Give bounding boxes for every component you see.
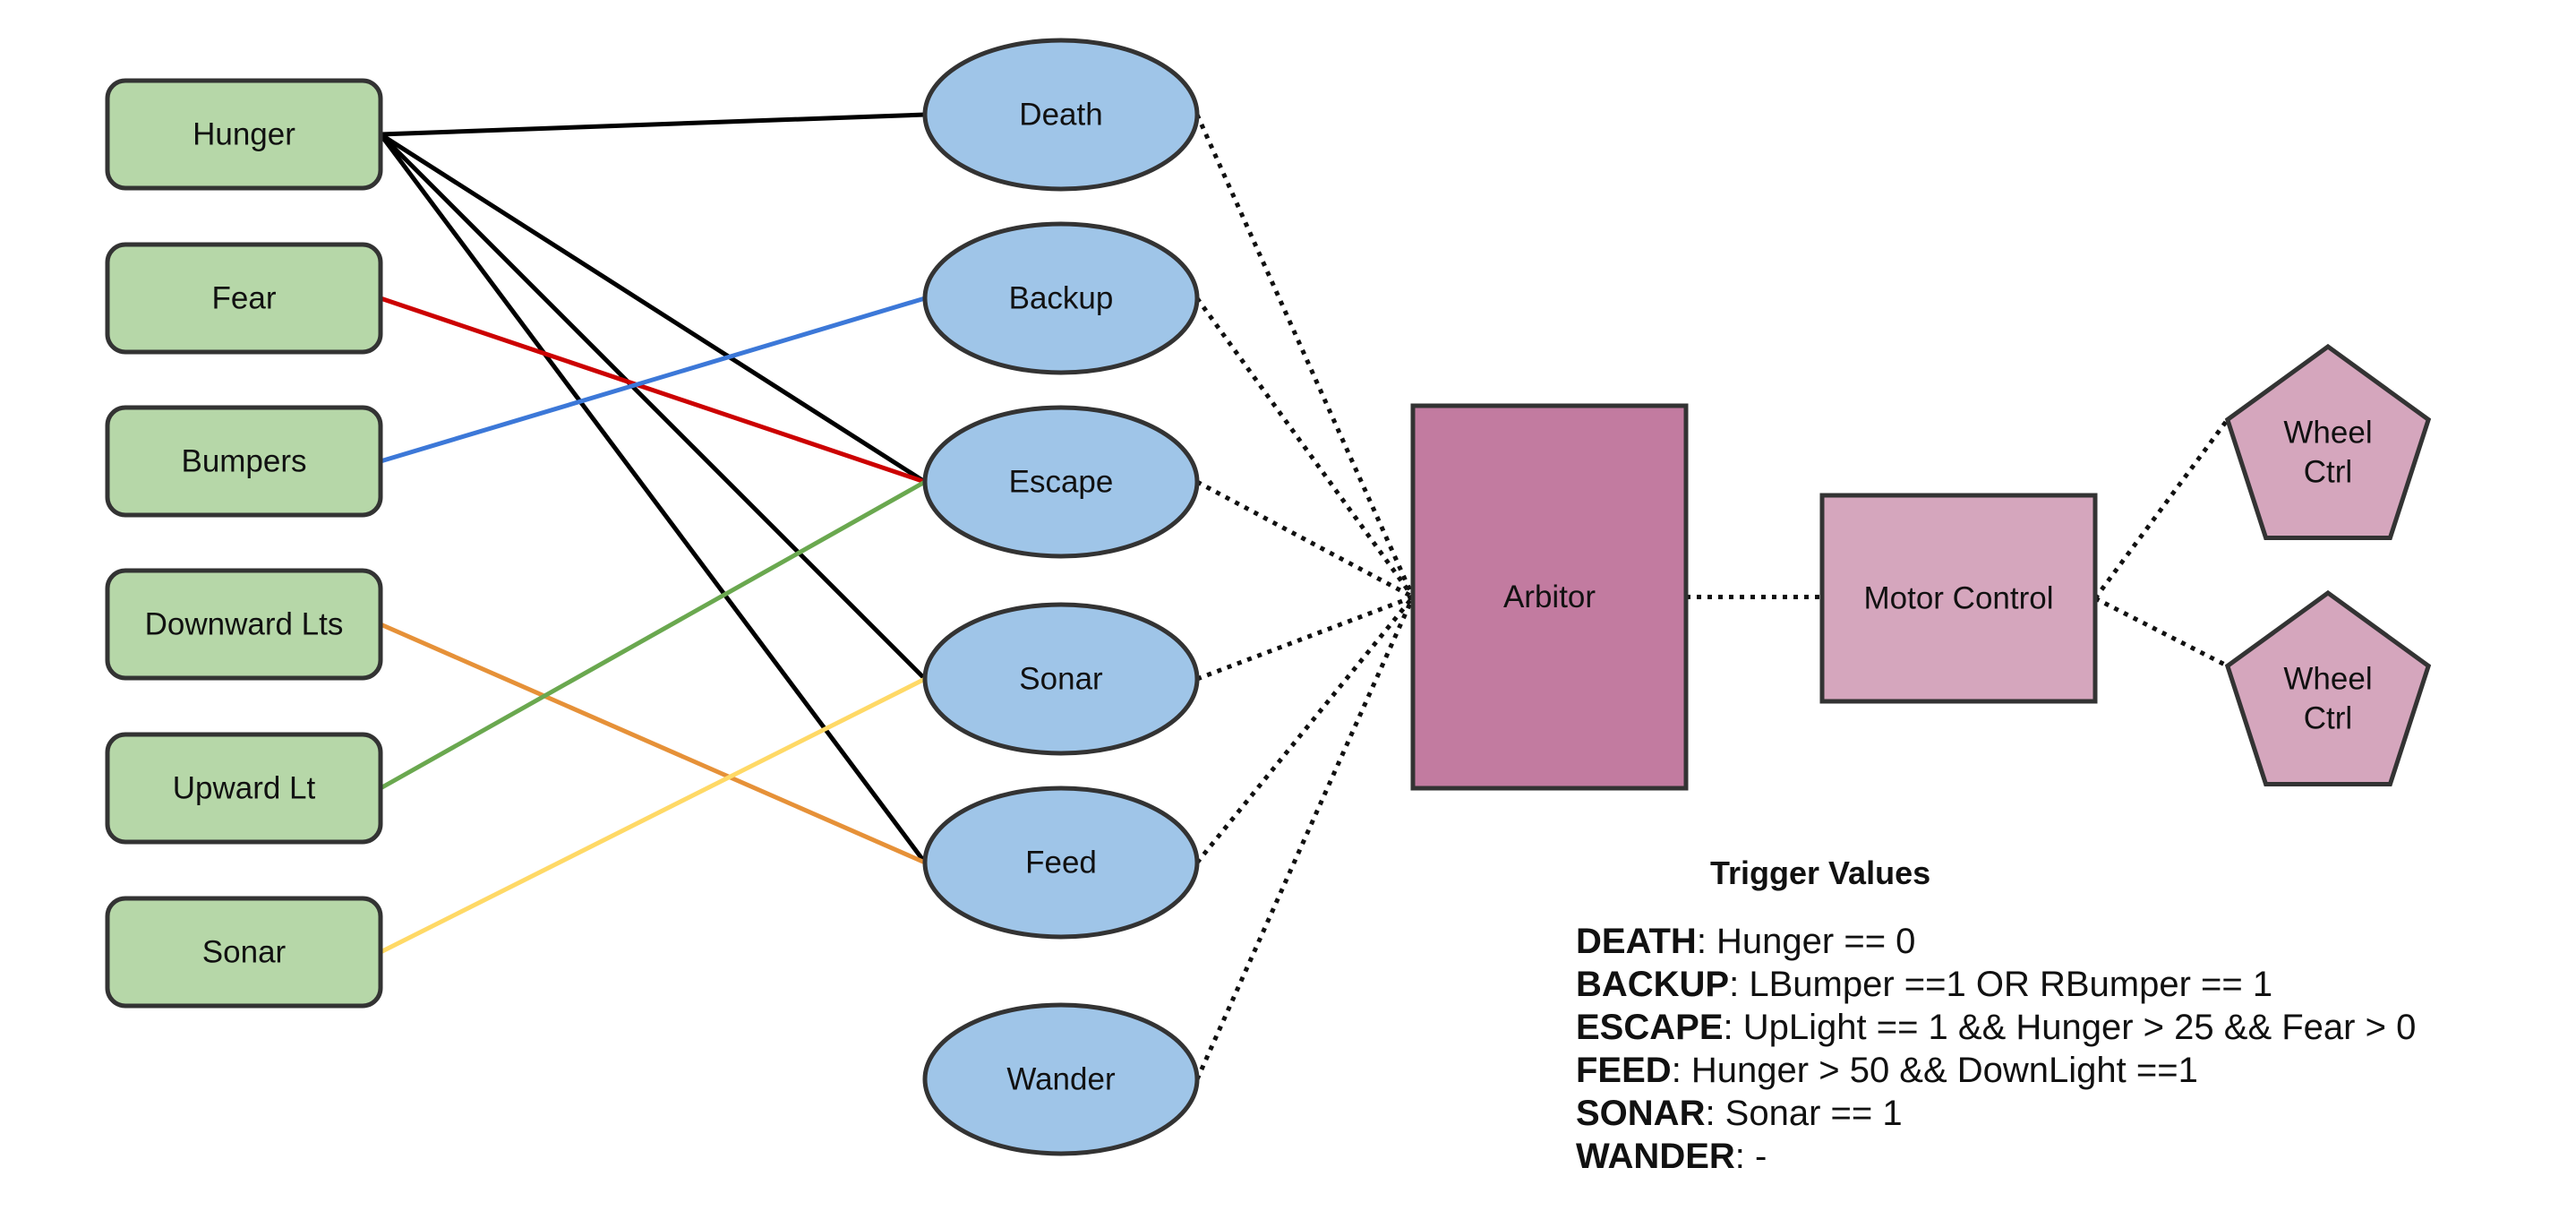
sensor-label: Downward Lts xyxy=(145,607,344,642)
dotted-link-motor-control-to-wheel-top xyxy=(2092,418,2229,600)
behavior-ellipse xyxy=(922,38,1200,192)
sensor-box xyxy=(105,896,383,1009)
trigger-name: BACKUP xyxy=(1576,965,1730,1004)
trigger-row-backup: BACKUP: LBumper ==1 OR RBumper == 1 xyxy=(1576,963,2561,1006)
sensor-label: Fear xyxy=(212,281,277,316)
sensor-label: Sonar xyxy=(202,935,287,970)
trigger-name: SONAR xyxy=(1576,1094,1706,1133)
trigger-name: DEATH xyxy=(1576,922,1697,961)
behavior-ellipse xyxy=(922,221,1200,375)
connection-upward-lt-to-escape xyxy=(379,479,927,791)
trigger-rule: : UpLight == 1 && Hunger > 25 && Fear > … xyxy=(1723,1008,2417,1047)
dotted-link-escape-to-arbitor xyxy=(1195,479,1415,599)
connection-bumpers-to-backup xyxy=(380,296,926,464)
motor-control-label: Motor Control xyxy=(1863,581,2053,616)
trigger-name: FEED xyxy=(1576,1051,1672,1090)
trigger-row-death: DEATH: Hunger == 0 xyxy=(1576,920,2561,963)
connection-sonar-to-sonar xyxy=(379,676,927,955)
trigger-row-feed: FEED: Hunger > 50 && DownLight ==1 xyxy=(1576,1049,2561,1092)
sensor-label: Bumpers xyxy=(181,444,306,479)
sensor-upward-lt: Upward Lt xyxy=(105,732,383,845)
trigger-rule: : Hunger == 0 xyxy=(1696,922,1916,961)
trigger-name: ESCAPE xyxy=(1576,1008,1724,1047)
dotted-link-wander-to-arbitor xyxy=(1194,596,1416,1081)
behavior-label: Sonar xyxy=(1019,662,1103,697)
behavior-backup: Backup xyxy=(922,221,1200,375)
connection-hunger-to-escape xyxy=(379,132,927,485)
behavior-ellipse xyxy=(922,786,1200,940)
behavior-ellipse xyxy=(922,602,1200,756)
behavior-sonar: Sonar xyxy=(922,602,1200,756)
sensor-box xyxy=(105,568,383,681)
dotted-link-death-to-arbitor xyxy=(1194,113,1416,598)
connection-hunger-to-feed xyxy=(378,133,928,864)
trigger-name: WANDER xyxy=(1576,1137,1735,1176)
trigger-rule: : LBumper ==1 OR RBumper == 1 xyxy=(1729,965,2273,1004)
behavior-feed: Feed xyxy=(922,786,1200,940)
sensor-downward-lts: Downward Lts xyxy=(105,568,383,681)
sensor-box xyxy=(105,732,383,845)
trigger-rule: : - xyxy=(1734,1137,1767,1176)
behavior-label: Wander xyxy=(1006,1062,1116,1097)
dotted-link-motor-control-to-wheel-bottom xyxy=(2093,596,2229,668)
sensor-behavior-connections xyxy=(378,112,928,955)
dotted-link-backup-to-arbitor xyxy=(1194,296,1416,598)
arbitor-node: Arbitor xyxy=(1410,403,1689,791)
dotted-connections xyxy=(1194,113,2229,1081)
connection-hunger-to-death xyxy=(380,112,926,137)
behavior-ellipse xyxy=(922,1002,1200,1156)
wheel-ctrl-label-line1: Wheel xyxy=(2283,416,2372,451)
behavior-label: Backup xyxy=(1009,281,1114,316)
motor-control-node: Motor Control xyxy=(1819,493,2098,704)
wheel-ctrl-pentagon xyxy=(2224,589,2432,786)
motor-control-box xyxy=(1819,493,2098,704)
sensor-label: Hunger xyxy=(193,117,295,152)
wheel-ctrl-label-line2: Ctrl xyxy=(2304,455,2352,490)
trigger-row-sonar: SONAR: Sonar == 1 xyxy=(1576,1092,2561,1135)
sensor-box xyxy=(105,78,383,191)
behavior-escape: Escape xyxy=(922,405,1200,559)
sensor-box xyxy=(105,242,383,355)
behavior-wander: Wander xyxy=(922,1002,1200,1156)
trigger-row-wander: WANDER: - xyxy=(1576,1135,2561,1178)
sensor-hunger: Hunger xyxy=(105,78,383,191)
trigger-row-escape: ESCAPE: UpLight == 1 && Hunger > 25 && F… xyxy=(1576,1006,2561,1049)
wheel-ctrl-label-line2: Ctrl xyxy=(2304,701,2352,736)
arbitor-label: Arbitor xyxy=(1503,580,1596,614)
wheel-ctrl-label-line1: Wheel xyxy=(2283,662,2372,697)
connection-fear-to-escape xyxy=(380,296,926,485)
dotted-link-feed-to-arbitor xyxy=(1195,595,1415,864)
arbitor-box xyxy=(1410,403,1689,791)
sensor-bumpers: Bumpers xyxy=(105,405,383,518)
trigger-rule: : Sonar == 1 xyxy=(1705,1094,1903,1133)
sensor-sonar: Sonar xyxy=(105,896,383,1009)
wheel-ctrl-pentagon xyxy=(2224,343,2432,540)
trigger-rule: : Hunger > 50 && DownLight ==1 xyxy=(1671,1051,2198,1090)
behavior-ellipse xyxy=(922,405,1200,559)
sensor-box xyxy=(105,405,383,518)
sensor-fear: Fear xyxy=(105,242,383,355)
trigger-values-title: Trigger Values xyxy=(1710,854,1931,891)
behavior-label: Feed xyxy=(1025,846,1097,880)
behavior-label: Escape xyxy=(1009,465,1114,500)
sensor-label: Upward Lt xyxy=(173,771,316,806)
behavior-label: Death xyxy=(1019,98,1102,133)
connection-downward-lts-to-feed xyxy=(379,622,927,865)
behavior-death: Death xyxy=(922,38,1200,192)
connection-hunger-to-sonar xyxy=(379,133,927,681)
